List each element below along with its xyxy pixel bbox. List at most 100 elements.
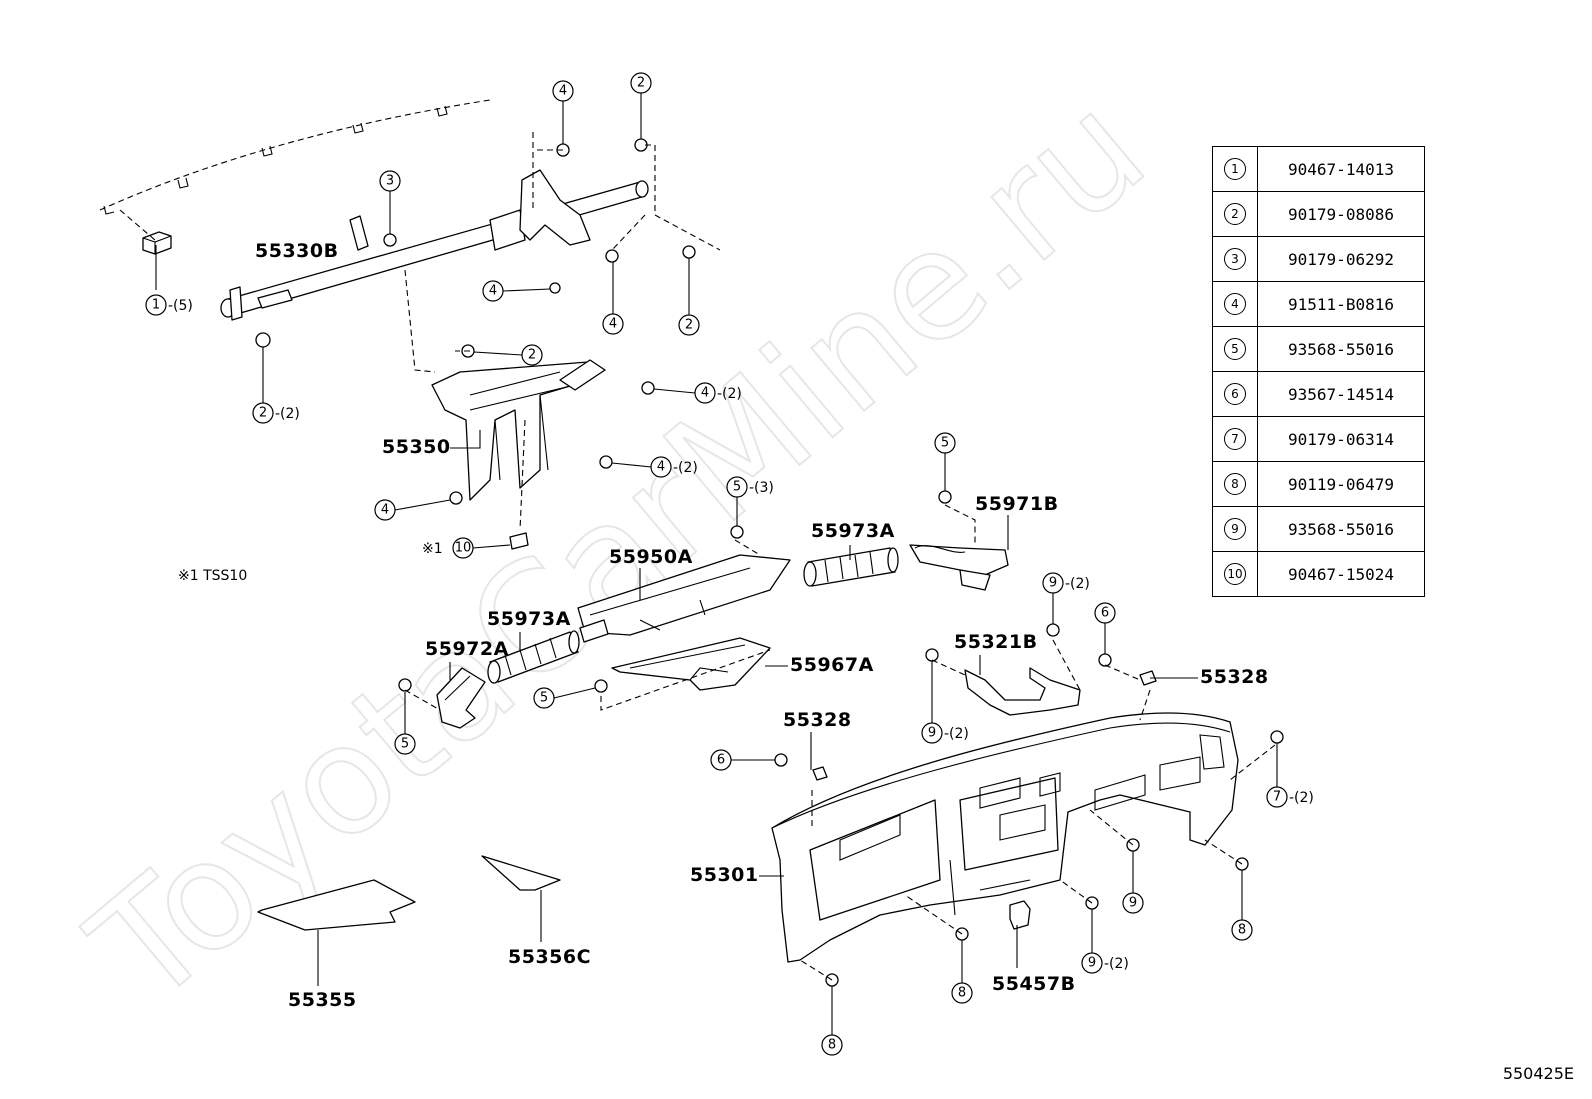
callout-4: 4 — [602, 262, 624, 335]
callout-3: 3 — [379, 170, 401, 234]
clip-part — [119, 209, 172, 255]
instrument-panel — [771, 712, 1239, 963]
callout-2: 2 -(2) — [252, 347, 300, 424]
callout-10: ※1 10 — [422, 537, 511, 559]
svg-text:3: 3 — [386, 174, 394, 189]
svg-text:4: 4 — [701, 386, 709, 401]
svg-text:8: 8 — [828, 1038, 836, 1053]
note-tss10: ※1 TSS10 — [178, 568, 247, 584]
svg-text:8: 8 — [958, 986, 966, 1001]
legend-number: 7 — [1224, 428, 1246, 450]
svg-text:-(2): -(2) — [717, 386, 742, 402]
legend-part-number: 93568-55016 — [1257, 326, 1425, 372]
callout-7: 7 -(2) — [1266, 743, 1314, 808]
legend-part-number: 90119-06479 — [1257, 461, 1425, 507]
lower-duct — [611, 637, 771, 691]
callout-5: 5 — [934, 432, 956, 491]
svg-text:-(3): -(3) — [749, 480, 774, 496]
label-55356C: 55356C — [508, 946, 591, 968]
legend-part-number: 90179-06314 — [1257, 416, 1425, 462]
legend-row: 4 91511-B0816 — [1212, 281, 1425, 327]
legend-row: 5 93568-55016 — [1212, 326, 1425, 372]
callout-6: 6 — [710, 749, 775, 771]
legend-number: 4 — [1224, 293, 1246, 315]
svg-text:2: 2 — [528, 348, 536, 363]
label-55350: 55350 — [382, 436, 451, 458]
callout-9: 9 -(2) — [1081, 909, 1129, 974]
legend-row: 2 90179-08086 — [1212, 191, 1425, 237]
callout-4: 4 — [552, 80, 574, 144]
label-55301: 55301 — [690, 864, 759, 886]
tray-mat — [257, 879, 416, 931]
legend-row: 6 93567-14514 — [1212, 371, 1425, 417]
svg-text:9: 9 — [1049, 576, 1057, 591]
callout-4: 4 — [374, 499, 451, 521]
callout-8: 8 — [951, 940, 973, 1004]
reinforcement-tube — [220, 169, 649, 321]
legend-number: 10 — [1224, 563, 1246, 585]
label-55973A-top: 55973A — [811, 520, 895, 542]
svg-text:1: 1 — [152, 298, 160, 313]
label-leaders — [155, 245, 1198, 986]
svg-text:10: 10 — [455, 541, 472, 556]
svg-text:5: 5 — [941, 436, 949, 451]
label-55457B: 55457B — [992, 973, 1076, 995]
svg-text:-(2): -(2) — [944, 726, 969, 742]
svg-text:8: 8 — [1238, 923, 1246, 938]
svg-text:4: 4 — [381, 503, 389, 518]
callout-9: 9 -(2) — [1042, 572, 1090, 624]
clip-notches — [103, 105, 448, 215]
callout-8: 8 — [821, 986, 843, 1056]
svg-text:-(2): -(2) — [1289, 790, 1314, 806]
diagram-code: 550425E — [1502, 1064, 1574, 1083]
svg-text:-(5): -(5) — [168, 298, 193, 314]
svg-text:-(2): -(2) — [1065, 576, 1090, 592]
callout-5: 5 — [394, 692, 416, 755]
callout-6: 6 — [1094, 602, 1116, 654]
legend-part-number: 93567-14514 — [1257, 371, 1425, 417]
svg-text:※1: ※1 — [422, 541, 443, 557]
label-55328-mid: 55328 — [783, 709, 852, 731]
callout-2: 2 — [473, 344, 543, 366]
svg-text:9: 9 — [1088, 956, 1096, 971]
corner-piece — [481, 855, 561, 891]
callout-2: 2 — [630, 72, 652, 139]
callout-9: 9 -(2) — [921, 661, 969, 744]
legend-row: 8 90119-06479 — [1212, 461, 1425, 507]
svg-text:5: 5 — [540, 691, 548, 706]
hose-left — [487, 630, 580, 684]
legend-number: 3 — [1224, 248, 1246, 270]
label-55950A: 55950A — [609, 546, 693, 568]
svg-text:5: 5 — [733, 480, 741, 495]
legend-part-number: 90179-06292 — [1257, 236, 1425, 282]
svg-text:-(2): -(2) — [673, 460, 698, 476]
legend-number: 6 — [1224, 383, 1246, 405]
svg-text:4: 4 — [657, 460, 665, 475]
callout-4: 4 -(2) — [653, 382, 742, 404]
label-55971B: 55971B — [975, 493, 1059, 515]
hose-right — [803, 547, 899, 587]
legend-part-number: 93568-55016 — [1257, 506, 1425, 552]
label-55328-right: 55328 — [1200, 666, 1269, 688]
svg-text:5: 5 — [401, 737, 409, 752]
label-55972A: 55972A — [425, 638, 509, 660]
legend-number: 1 — [1224, 158, 1246, 180]
legend-row: 9 93568-55016 — [1212, 506, 1425, 552]
upper-duct — [577, 554, 791, 643]
callout-1: 1 -(5) — [145, 294, 193, 316]
svg-text:4: 4 — [559, 84, 567, 99]
callout-4: 4 — [482, 280, 551, 302]
fastener-legend-table: 1 90467-14013 2 90179-08086 3 90179-0629… — [1212, 146, 1425, 597]
dash-outline-top — [99, 99, 491, 211]
legend-part-number: 91511-B0816 — [1257, 281, 1425, 327]
svg-text:2: 2 — [637, 76, 645, 91]
legend-row: 10 90467-15024 — [1212, 551, 1425, 597]
part-labels: 55330B 55350 55950A 55973A 55971B 55973A… — [255, 240, 1269, 1011]
legend-part-number: 90179-08086 — [1257, 191, 1425, 237]
svg-text:2: 2 — [685, 318, 693, 333]
svg-text:9: 9 — [1129, 896, 1137, 911]
svg-text:-(2): -(2) — [1104, 956, 1129, 972]
callout-9: 9 — [1122, 851, 1144, 914]
svg-text:4: 4 — [489, 284, 497, 299]
